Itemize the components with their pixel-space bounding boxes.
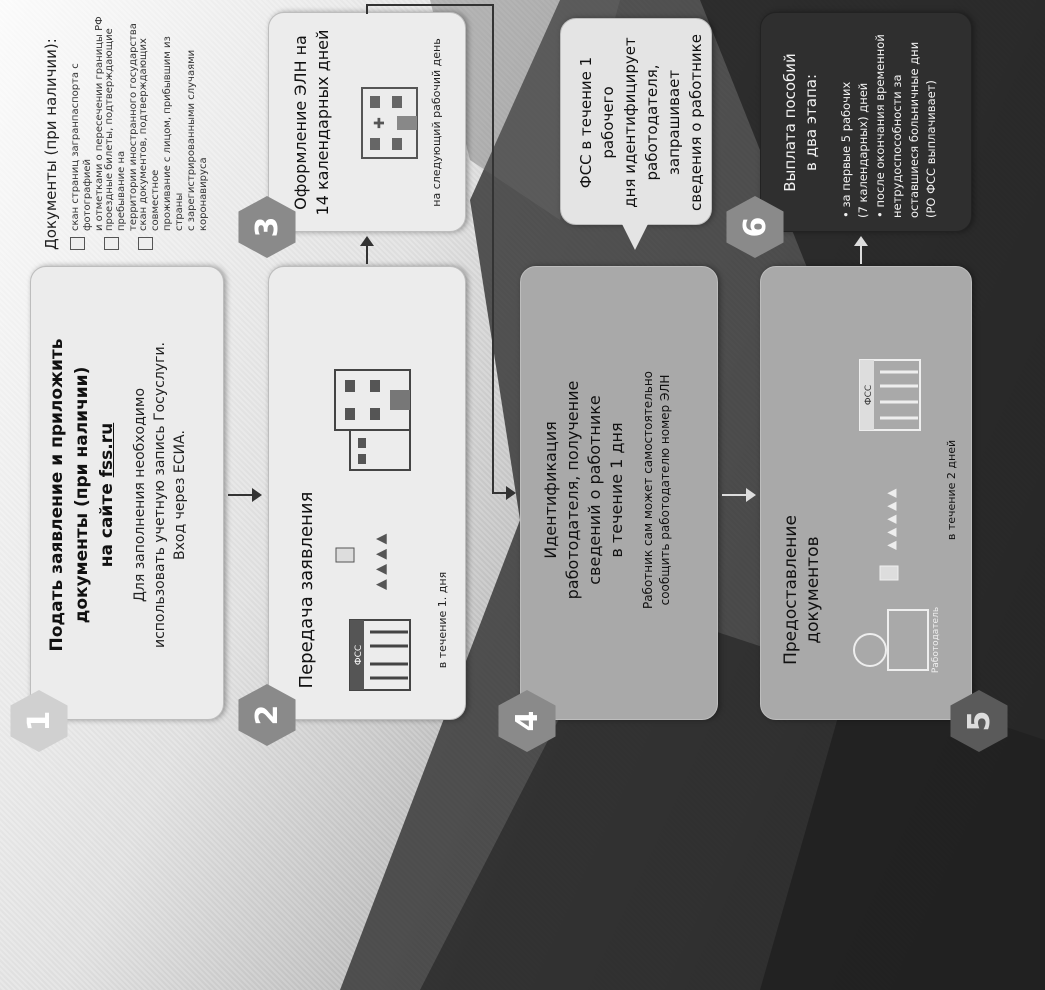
step-3-timing: на следующий рабочий день (430, 38, 443, 207)
fss-building-label: ФСС (864, 385, 874, 405)
step-4-note: Работник сам может самостоятельно сообщи… (640, 290, 674, 690)
document-icon (138, 237, 153, 250)
step-4-note-line-1: Работник сам может самостоятельно (641, 370, 655, 610)
step-1-note: Для заполнения необходимо использовать у… (130, 285, 190, 705)
arrow-head-down-icon (252, 488, 262, 502)
step-6-bullet-line-1: • за первые 5 рабочих (839, 81, 853, 218)
document-item-3-line-2: проживание с лицом, прибывшим из страны (162, 36, 185, 231)
employer-label: Работодатель (931, 607, 940, 673)
svg-text:▲ ▲ ▲ ▲ ▲: ▲ ▲ ▲ ▲ ▲ (884, 488, 898, 550)
step-6-bullet-line-3: • после окончания временной (873, 34, 887, 218)
bank-label: ФСС (354, 645, 364, 665)
arrow-head-down-icon (506, 486, 516, 500)
transfer-illustration: ФСС ▲ ▲ ▲ ▲ (334, 369, 411, 691)
arrow-head-right-icon (854, 236, 868, 246)
arrow-1-to-2 (228, 494, 254, 496)
step-6-bullet-line-2: (7 календарных) дней (856, 82, 870, 218)
step-6-title-line-1: Выплата пособий (781, 53, 799, 192)
callout-line-1: ФСС в течение 1 рабочего (577, 56, 617, 189)
step-1-title-line-3: на сайте (97, 477, 117, 568)
step-4-note-line-2: сообщить работодателю номер ЭЛН (658, 374, 672, 606)
step-4-title-line-1: Идентификация (541, 421, 560, 559)
step-5-title: Предоставление документов (780, 490, 824, 690)
arrow-2-to-3 (366, 244, 368, 264)
step-5-number: 5 (961, 710, 997, 732)
document-item-3-line-1: скан документов, подтверждающих совместн… (138, 38, 161, 231)
step-2-title: Передача заявления (296, 491, 317, 689)
step-2-number: 2 (249, 704, 285, 726)
document-item-2-line-1: проездные билеты, подтверждающие пребыва… (104, 28, 127, 231)
step-6-bullets: • за первые 5 рабочих (7 календарных) дн… (838, 23, 940, 218)
step-1-note-line-1: Для заполнения необходимо (132, 387, 148, 603)
arrow-4-to-5 (722, 494, 748, 496)
svg-text:▲ ▲ ▲ ▲: ▲ ▲ ▲ ▲ (373, 533, 389, 590)
step-3-title-line-2: 14 календарных дней (313, 29, 332, 216)
step-4-title-line-4: в течение 1 дня (607, 422, 626, 558)
document-item-1: скан страниц загранпаспорта с фотографие… (70, 0, 106, 250)
step-4-number: 4 (509, 710, 545, 732)
step-5-timing: в течение 2 дней (945, 439, 958, 541)
step-1-note-line-3: Вход через ЕСИА. (172, 430, 188, 560)
document-item-3: скан документов, подтверждающих совместн… (138, 0, 210, 250)
step-1-title-line-1: Подать заявление и приложить (47, 338, 67, 652)
arrow-head-right-icon (360, 236, 374, 246)
step-3-number: 3 (249, 216, 285, 238)
callout-line-2: дня идентифицирует (621, 37, 639, 208)
step-4-title-line-2: работодателя, получение (563, 380, 582, 600)
connector-3-to-4-bottom (492, 4, 494, 494)
document-item-2: проездные билеты, подтверждающие пребыва… (104, 0, 140, 250)
document-item-1-line-1: скан страниц загранпаспорта с фотографие… (70, 63, 93, 231)
arrow-head-down-icon (746, 488, 756, 502)
step-5-title-line-2: документов (803, 536, 823, 644)
step-3-title-line-1: Оформление ЭЛН на (291, 35, 310, 210)
step-4-title: Идентификация работодателя, получение св… (540, 290, 628, 690)
callout-line-3: работодателя, запрашивает (643, 64, 683, 181)
step-5-title-line-1: Предоставление (781, 515, 801, 665)
documents-transfer-illustration: Работодатель ▲ ▲ ▲ ▲ ▲ ФСС (853, 359, 940, 673)
documents-heading: Документы (при наличии): (42, 38, 60, 250)
step-1-note-line-2: использовать учетную запись Госуслуги. (152, 342, 168, 649)
step-6-number: 6 (737, 216, 773, 238)
step-4-title-line-3: сведений о работнике (585, 395, 604, 585)
step-3-title: Оформление ЭЛН на 14 календарных дней (290, 20, 334, 225)
step-6-bullet-line-4: нетрудоспособности за (890, 74, 904, 218)
step-1-title-line-2: документы (при наличии) (72, 366, 92, 624)
fss-callout-text: ФСС в течение 1 рабочего дня идентифицир… (575, 25, 707, 220)
callout-line-4: сведения о работнике (687, 34, 705, 211)
connector-3-to-4-vertical (366, 4, 494, 6)
step-1-title: Подать заявление и приложить документы (… (45, 285, 120, 705)
step-2-timing: в течение 1. дня (436, 571, 449, 669)
step-6-title-line-2: в два этапа: (802, 74, 820, 171)
step-6-bullet-line-5: оставшиеся больничные дни (907, 41, 921, 218)
callout-pointer (620, 220, 650, 250)
fss-link[interactable]: fss.ru (97, 422, 117, 478)
step-1-number: 1 (21, 710, 57, 732)
hospital-building-icon: ✚ (361, 87, 418, 159)
document-icon (104, 237, 119, 250)
arrow-5-to-6 (860, 244, 862, 264)
step-6-bullet-line-6: (РО ФСС выплачивает) (924, 80, 938, 218)
step-6-title: Выплата пособий в два этапа: (780, 25, 822, 220)
document-icon (70, 237, 85, 250)
document-item-3-line-3: с зарегистрированными случаями коронавир… (186, 49, 209, 231)
svg-text:✚: ✚ (372, 117, 388, 129)
